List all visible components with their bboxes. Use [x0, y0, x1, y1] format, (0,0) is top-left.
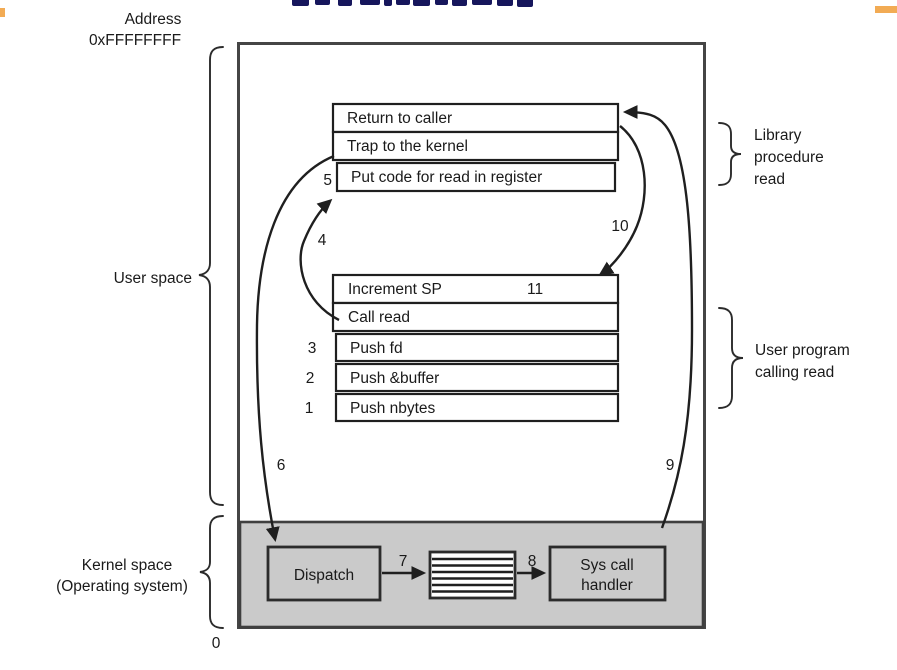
- user-space-label: User space: [114, 270, 192, 287]
- dispatch-box: [266, 545, 382, 602]
- orange-accent-left: [0, 8, 5, 17]
- address-bottom-value: 0: [212, 635, 221, 652]
- row-call-read: [331, 301, 620, 333]
- row-label: Trap to the kernel: [347, 138, 468, 155]
- kernel-space-brace: [199, 515, 224, 629]
- row-label: Return to caller: [347, 110, 452, 127]
- step-2-label: 2: [306, 370, 315, 387]
- kernel-space-label: (Operating system): [56, 578, 188, 595]
- step-4-label: 4: [318, 232, 327, 249]
- arrow-step10-library-to-user: [598, 125, 646, 276]
- step-6-label: 6: [277, 457, 286, 474]
- library-procedure-label: Library: [754, 127, 802, 144]
- address-top-value: 0xFFFFFFFF: [89, 32, 181, 49]
- user-program-label: User program: [755, 342, 850, 359]
- row-push-buffer: [334, 362, 620, 393]
- user-program-label: calling read: [755, 364, 834, 381]
- row-increment-sp: [331, 273, 620, 305]
- address-label: Address: [125, 11, 182, 28]
- step-5-label: 5: [323, 172, 332, 189]
- row-push-nbytes: [334, 392, 620, 423]
- arrow-step6-trap-to-dispatch: [255, 154, 335, 543]
- user-program-box: Increment SP 11 Call read Push fd Push &…: [305, 273, 620, 423]
- syscall-table-stripes: [432, 557, 513, 593]
- step-7-label: 7: [399, 553, 408, 570]
- row-label: Push nbytes: [350, 400, 436, 417]
- orange-accent-right: [875, 6, 897, 13]
- syscall-handler-label: Sys call: [580, 557, 633, 574]
- arrow-step4-call-to-library: [299, 198, 340, 322]
- row-trap-to-kernel: [331, 130, 620, 162]
- row-label: Push &buffer: [350, 370, 439, 387]
- row-label: Push fd: [350, 340, 403, 357]
- step-3-label: 3: [308, 340, 317, 357]
- syscall-handler-label: handler: [581, 577, 633, 594]
- row-push-fd: [334, 332, 620, 363]
- row-label: Increment SP: [348, 281, 442, 298]
- dispatch-label: Dispatch: [294, 567, 354, 584]
- syscall-handler-box: [548, 545, 667, 602]
- step-9-label: 9: [666, 457, 675, 474]
- library-procedure-brace: [718, 122, 742, 186]
- user-space-brace: [198, 46, 224, 506]
- user-program-brace: [718, 307, 744, 409]
- library-procedure-box: Return to caller Trap to the kernel Put …: [323, 102, 620, 193]
- row-label: Call read: [348, 309, 410, 326]
- kernel-boxes: Dispatch Sys call handler: [266, 545, 667, 602]
- step-10-label: 10: [611, 218, 629, 235]
- arrow-step9-handler-to-library: [622, 104, 694, 529]
- step-11-label: 11: [527, 281, 543, 298]
- row-label: Put code for read in register: [351, 169, 542, 186]
- row-put-code-in-register: [335, 161, 617, 193]
- step-1-label: 1: [305, 400, 314, 417]
- library-procedure-label: procedure: [754, 149, 824, 166]
- kernel-space-label: Kernel space: [82, 557, 172, 574]
- row-return-to-caller: [331, 102, 620, 134]
- step-8-label: 8: [528, 553, 537, 570]
- library-procedure-label: read: [754, 171, 785, 188]
